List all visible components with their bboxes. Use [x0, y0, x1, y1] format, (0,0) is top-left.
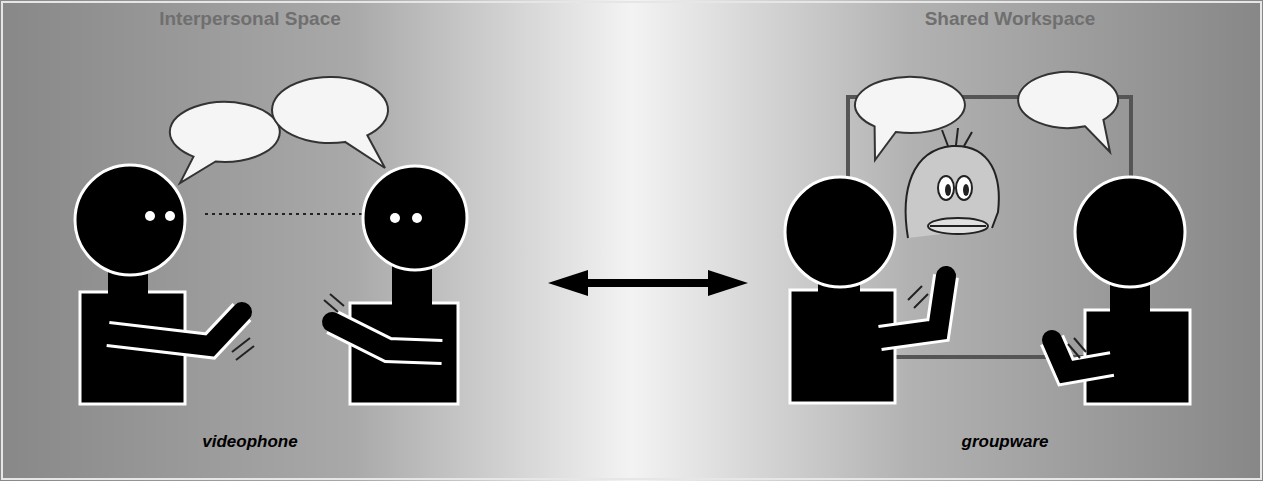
panel-heading: Shared Workspace [890, 8, 1130, 31]
board-sketch-mouth [930, 225, 986, 227]
motion-line [330, 294, 344, 306]
panel-region: Shared Workspace groupware [748, 0, 1263, 481]
motion-line [1074, 338, 1086, 352]
person-eye [390, 213, 400, 223]
speech-bubble [1018, 72, 1118, 152]
person-arm [880, 276, 946, 338]
person-arm [108, 312, 242, 346]
motion-line [914, 294, 928, 308]
person-arm [1052, 340, 1112, 372]
board-sketch [942, 130, 948, 146]
person-arm [880, 276, 946, 338]
board-sketch-eye [938, 176, 954, 200]
board-sketch-eye [956, 176, 972, 200]
person-arm [332, 322, 442, 352]
motion-line [236, 346, 254, 360]
board-sketch [964, 132, 972, 146]
panel-caption: groupware [885, 432, 1125, 452]
person-eye [165, 211, 175, 221]
board-sketch-pupil [945, 184, 951, 196]
person-head [75, 165, 185, 275]
board-sketch [956, 128, 958, 145]
person-eye [145, 211, 155, 221]
gaze-line [205, 213, 362, 215]
panel-region: Interpersonal Space videophone [0, 0, 548, 481]
board-sketch-mouth [928, 218, 988, 234]
double-arrow [582, 279, 714, 287]
person-head [1075, 177, 1185, 287]
panel-heading: Interpersonal Space [130, 8, 370, 31]
motion-line [232, 338, 250, 352]
person-arm [108, 312, 242, 346]
person-arm [1052, 340, 1112, 372]
speech-bubble [272, 77, 388, 168]
motion-line [324, 300, 338, 312]
person-eye [412, 213, 422, 223]
motion-line [1068, 344, 1080, 358]
panel-caption: videophone [130, 432, 370, 452]
board-sketch [906, 146, 999, 238]
person-head [785, 177, 895, 287]
motion-line [908, 286, 922, 300]
person-neck [392, 266, 432, 306]
person-arm [332, 322, 442, 352]
person-head [363, 166, 467, 270]
speech-bubble [170, 102, 280, 183]
board-sketch-pupil [963, 184, 969, 196]
